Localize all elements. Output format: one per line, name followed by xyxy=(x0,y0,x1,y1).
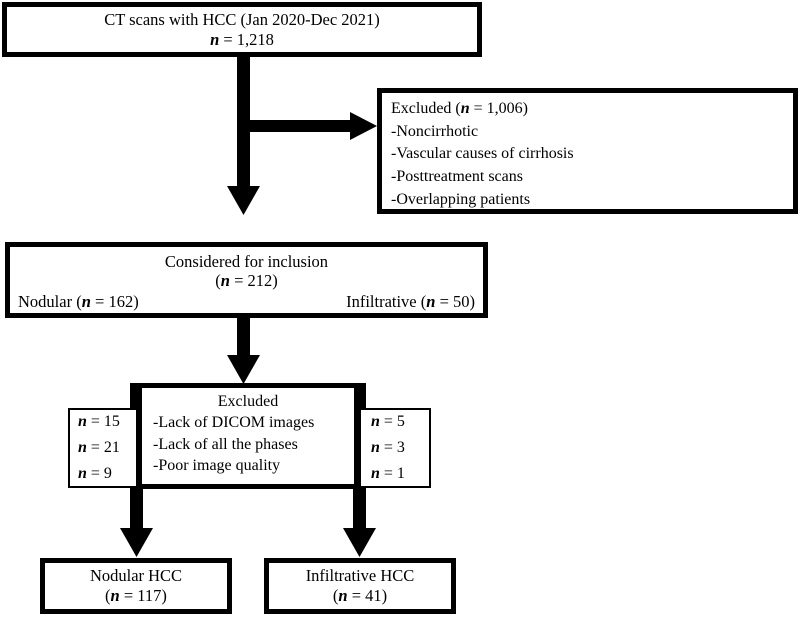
source-title: CT scans with HCC (Jan 2020-Dec 2021) xyxy=(104,10,380,30)
considered-nodular: Nodular (n = 162) xyxy=(18,292,139,312)
excluded-top-reason: -Posttreatment scans xyxy=(391,168,523,186)
nodular-result-title: Nodular HCC xyxy=(89,566,183,586)
excluded-top-reason: -Noncirrhotic xyxy=(391,122,479,140)
box-infiltrative-hcc-result: Infiltrative HCC (n = 41) xyxy=(264,558,456,614)
arrow-considered-to-excluded-mid xyxy=(227,318,260,384)
excluded-mid-reason: -Lack of DICOM images xyxy=(153,414,315,432)
box-considered-for-inclusion: Considered for inclusion (n = 212) Nodul… xyxy=(5,242,488,318)
excluded-mid-reason: -Lack of all the phases xyxy=(153,435,298,453)
excluded-top-heading: Excluded (n = 1,006) xyxy=(391,100,529,117)
considered-infiltrative: Infiltrative (n = 50) xyxy=(346,292,475,312)
arrow-source-to-considered xyxy=(227,57,260,215)
source-count: n = 1,218 xyxy=(210,29,274,49)
excluded-top-reason: -Vascular causes of cirrhosis xyxy=(391,145,574,163)
left-count-row: n = 9 xyxy=(78,465,112,483)
excluded-mid-reason: -Poor image quality xyxy=(153,456,281,474)
right-count-row: n = 1 xyxy=(371,465,405,483)
left-count-row: n = 15 xyxy=(78,412,120,430)
box-ct-scans-source: CT scans with HCC (Jan 2020-Dec 2021) n … xyxy=(2,2,482,57)
infiltrative-result-title: Infiltrative HCC xyxy=(305,566,415,586)
right-count-row: n = 5 xyxy=(371,412,405,430)
arrow-source-to-excluded-top xyxy=(243,112,377,140)
box-excluded-top: Excluded (n = 1,006) -Noncirrhotic -Vasc… xyxy=(377,88,798,214)
infiltrative-result-count: (n = 41) xyxy=(332,586,388,605)
panel-right-counts: n = 5 n = 3 n = 1 xyxy=(359,408,431,488)
considered-title: Considered for inclusion xyxy=(164,252,329,271)
box-excluded-middle: Excluded -Lack of DICOM images -Lack of … xyxy=(137,383,359,489)
considered-count: (n = 212) xyxy=(215,271,278,291)
right-count-row: n = 3 xyxy=(371,438,405,456)
box-nodular-hcc-result: Nodular HCC (n = 117) xyxy=(40,558,232,614)
nodular-result-count: (n = 117) xyxy=(105,586,167,605)
left-count-row: n = 21 xyxy=(78,438,120,456)
excluded-top-reason: -Overlapping patients xyxy=(391,190,531,208)
excluded-mid-heading: Excluded xyxy=(217,393,279,410)
considered-subgroups: Nodular (n = 162) Infiltrative (n = 50) xyxy=(10,290,483,311)
panel-left-counts: n = 15 n = 21 n = 9 xyxy=(68,408,138,488)
